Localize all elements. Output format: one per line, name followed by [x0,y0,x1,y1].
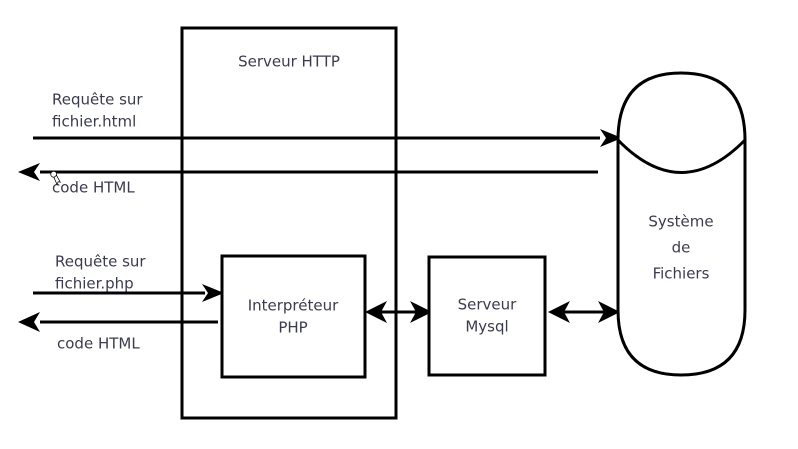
code-html-bottom-arrowhead-left [18,312,40,332]
systeme-fichiers-label-line3: Fichiers [653,265,710,283]
serveur-mysql-box[interactable] [427,255,547,377]
requete-php-label-line1: Requête sur [55,253,146,271]
php-mysql-arrowhead-right [410,301,432,323]
interpreteur-php-box[interactable] [220,254,367,379]
php-mysql-arrowhead-left [365,301,387,323]
requete-php-arrowhead-right [202,284,224,302]
node-serveur-mysql[interactable]: Serveur Mysql [427,255,547,377]
code-html-top-arrowhead-left [18,163,40,181]
edge-label-requete-html: Requête sur fichier.html [52,91,143,131]
serveur-mysql-label-line2: Mysql [465,318,508,336]
systeme-fichiers-label-line1: Système [648,213,713,231]
requete-html-label-line1: Requête sur [52,91,143,109]
edge-requete-fichier-php[interactable] [33,284,224,302]
requete-php-label-line2: fichier.php [55,275,134,293]
edge-label-requete-php: Requête sur fichier.php [55,253,146,293]
serveur-http-label: Serveur HTTP [238,53,340,71]
node-systeme-de-fichiers[interactable]: Système de Fichiers [616,71,747,377]
mysql-fichiers-arrowhead-left [548,301,570,323]
edge-code-html-statique[interactable] [18,163,598,181]
requete-html-arrowhead-right [600,129,622,147]
mysql-fichiers-arrowhead-right [598,301,620,323]
mouse-cursor-icon [50,170,61,186]
requete-html-label-line2: fichier.html [52,113,136,131]
systeme-fichiers-label-line2: de [672,239,691,257]
edge-label-code-html-bottom: code HTML [57,335,140,353]
interpreteur-php-label-line2: PHP [278,319,307,337]
edge-requete-fichier-html[interactable] [33,129,622,147]
systeme-fichiers-cylinder-top-ellipse [616,138,747,174]
edge-php-mysql[interactable] [365,301,432,323]
code-html-bottom-label: code HTML [57,335,140,353]
interpreteur-php-label-line1: Interpréteur [248,297,339,315]
systeme-fichiers-cylinder-body[interactable] [616,71,747,377]
code-html-top-label: code HTML [52,179,135,197]
node-interpreteur-php[interactable]: Interpréteur PHP [220,254,367,379]
edge-code-html-dynamique[interactable] [18,312,218,332]
serveur-mysql-label-line1: Serveur [458,296,518,314]
edge-mysql-fichiers[interactable] [548,301,620,323]
edge-label-code-html-top: code HTML [52,179,135,197]
